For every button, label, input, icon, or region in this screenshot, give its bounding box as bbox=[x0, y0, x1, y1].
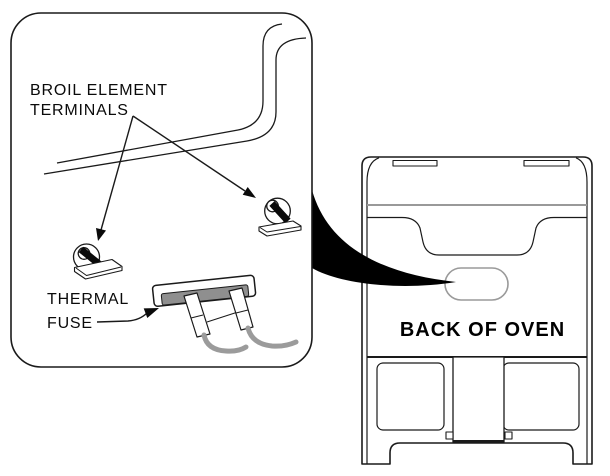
thermal-label-line2: FUSE bbox=[47, 315, 93, 332]
arrow-to-left-terminal bbox=[100, 115, 134, 231]
thermal-fuse-component bbox=[151, 274, 299, 354]
broil-label-line2: TERMINALS bbox=[30, 101, 129, 119]
oven-center-bracket bbox=[452, 356, 505, 443]
oven-lower-panel-right bbox=[502, 362, 580, 431]
oven-right-inner-edge bbox=[575, 157, 588, 464]
oven-vent-slot-right bbox=[523, 159, 570, 167]
callout-wedge bbox=[312, 190, 456, 286]
detail-view-drawing bbox=[10, 12, 313, 368]
broil-label-line1: BROIL ELEMENT bbox=[30, 82, 168, 99]
oven-lower-panel-left bbox=[376, 362, 445, 431]
fuse-wire-left bbox=[201, 332, 249, 354]
thermal-fuse-label: THERMAL FUSE bbox=[47, 288, 129, 336]
oven-recess-outline bbox=[367, 216, 587, 256]
oven-vent-slot-left bbox=[392, 159, 438, 167]
oven-left-inner-edge bbox=[366, 157, 380, 464]
arrowhead-right bbox=[242, 187, 256, 198]
terminal-base bbox=[258, 220, 302, 237]
oven-back-drawing bbox=[361, 156, 593, 465]
thermal-fuse-location-oval bbox=[444, 267, 509, 301]
broil-element-tube bbox=[43, 23, 307, 175]
fuse-blade-right bbox=[228, 287, 254, 331]
thermal-fuse-arrow bbox=[96, 308, 159, 323]
arrowhead-fuse bbox=[143, 308, 159, 318]
terminal-slot bbox=[269, 201, 291, 224]
broil-element-terminals-label: BROIL ELEMENT TERMINALS bbox=[30, 81, 168, 120]
oven-bracket-tab-right bbox=[504, 431, 513, 440]
fuse-wire-right bbox=[245, 325, 299, 349]
thermal-label-line1: THERMAL bbox=[47, 291, 130, 308]
broil-terminal-arrows bbox=[96, 115, 256, 241]
fuse-blade-left bbox=[183, 292, 211, 338]
broil-element-terminal-right bbox=[258, 197, 302, 237]
terminal-base bbox=[73, 258, 123, 280]
fuse-underside bbox=[160, 284, 250, 306]
oven-bracket-tab-left bbox=[445, 431, 454, 440]
back-of-oven-label: BACK OF OVEN bbox=[399, 319, 566, 341]
broil-element-terminal-left bbox=[72, 243, 123, 280]
arrow-to-right-terminal bbox=[132, 115, 246, 192]
arrowhead-left bbox=[96, 228, 106, 241]
